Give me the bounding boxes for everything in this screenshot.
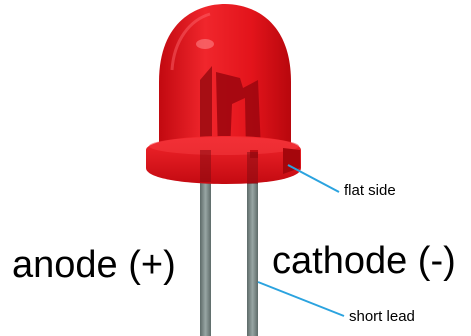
anode-lead bbox=[200, 178, 211, 336]
rim-top bbox=[149, 137, 299, 155]
anode-lead-inner bbox=[200, 150, 211, 182]
anode-label: anode (+) bbox=[12, 244, 176, 286]
dome-highlight bbox=[196, 39, 214, 49]
cathode-lead bbox=[247, 182, 258, 336]
cathode-lead-inner bbox=[247, 152, 258, 184]
short-lead-pointer bbox=[257, 281, 345, 317]
flat-side-label: flat side bbox=[344, 182, 396, 199]
short-lead-label: short lead bbox=[349, 308, 415, 325]
cathode-label: cathode (-) bbox=[272, 240, 456, 282]
dome-shine bbox=[170, 12, 211, 71]
flat-side-mark bbox=[283, 148, 300, 174]
flat-side-pointer bbox=[287, 164, 340, 193]
led-internal-post bbox=[200, 66, 212, 152]
led-internal-anvil bbox=[216, 72, 261, 153]
